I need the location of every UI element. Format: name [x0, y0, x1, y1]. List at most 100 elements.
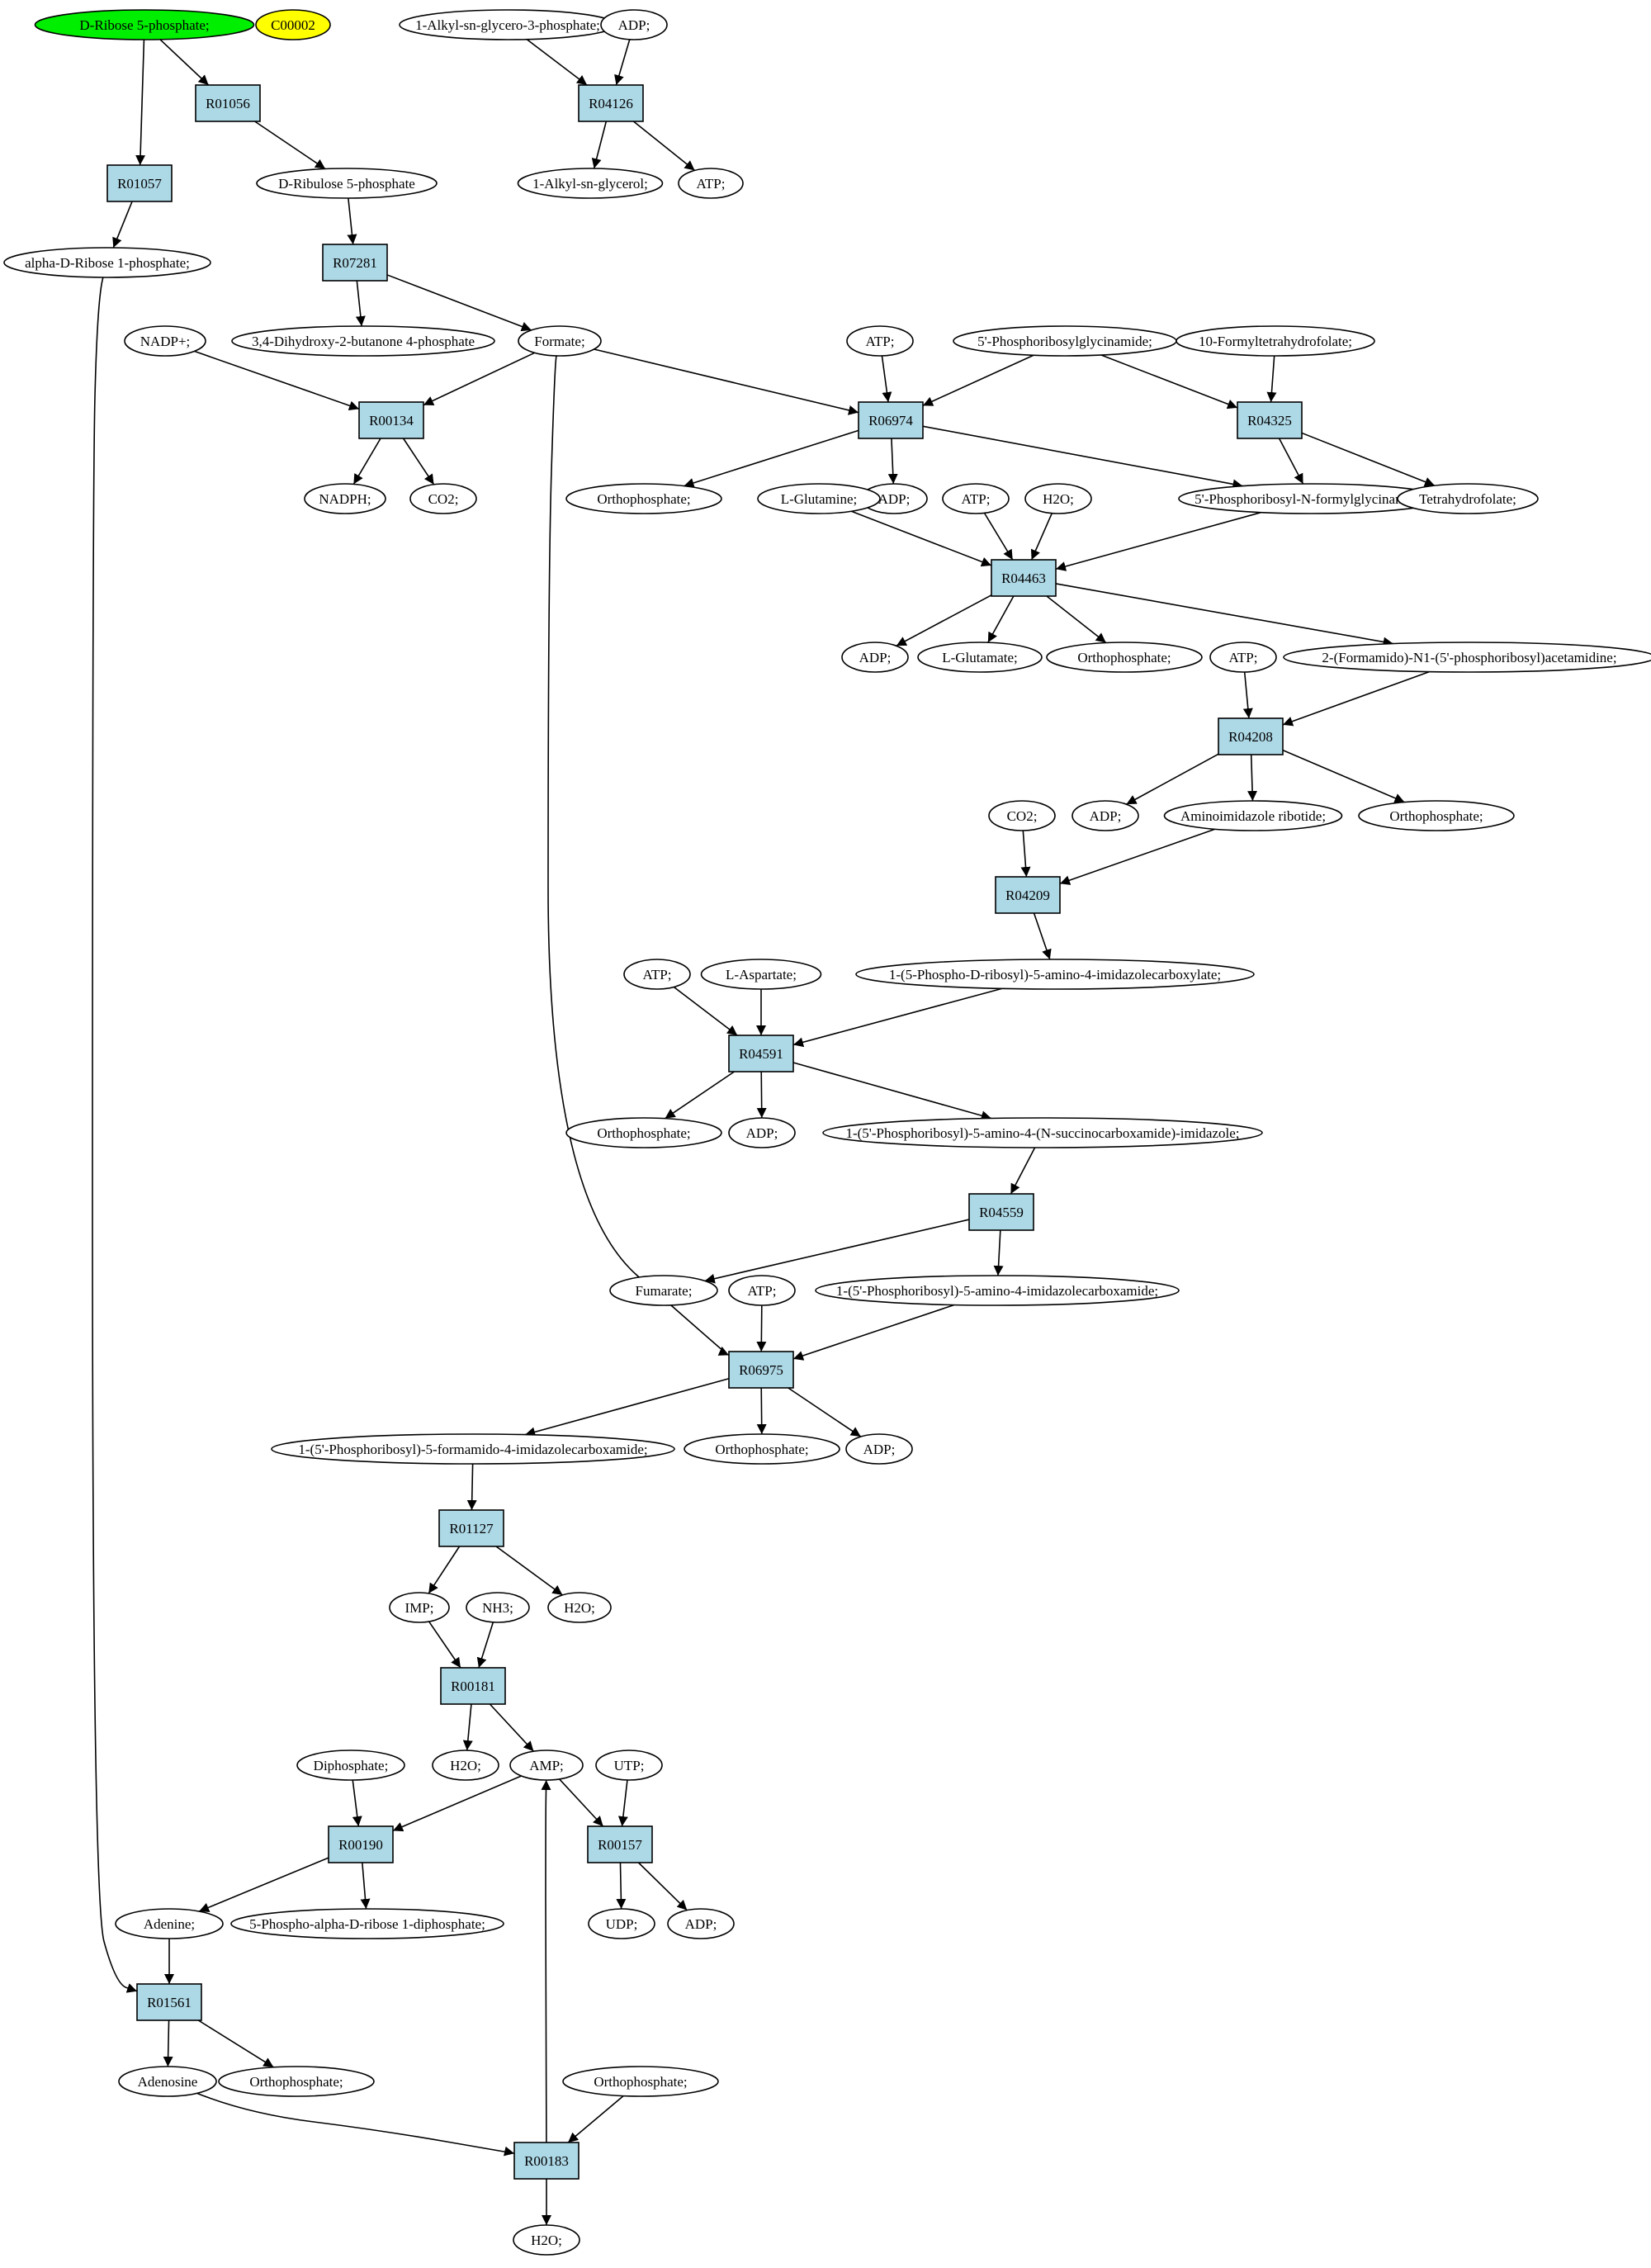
reaction-node-r04559[interactable]: R04559 — [968, 1193, 1034, 1231]
compound-node-tetrahydrofolate[interactable]: Tetrahydrofolate; — [1397, 483, 1539, 514]
compound-node-2-formamido-n1-5-phosphoribosyl-acetamidine[interactable]: 2-(Formamido)-N1-(5'-phosphoribosyl)acet… — [1283, 642, 1651, 673]
compound-node-1-alkyl-sn-glycerol[interactable]: 1-Alkyl-sn-glycerol; — [517, 168, 664, 199]
reaction-node-r04126[interactable]: R04126 — [578, 84, 644, 122]
compound-ellipse — [124, 325, 206, 357]
compound-node-l-glutamate[interactable]: L-Glutamate; — [917, 642, 1043, 673]
compound-node-orthophosphate[interactable]: Orthophosphate; — [565, 483, 722, 514]
compound-node-atp[interactable]: ATP; — [942, 483, 1010, 514]
compound-node-atp[interactable]: ATP; — [846, 325, 914, 357]
compound-node-adenosine[interactable]: Adenosine — [118, 2066, 217, 2097]
reaction-node-r00157[interactable]: R00157 — [587, 1825, 653, 1863]
compound-node-atp[interactable]: ATP; — [728, 1275, 796, 1306]
compound-node-d-ribose-5-phosphate[interactable]: D-Ribose 5-phosphate; — [34, 9, 255, 40]
compound-node-h2o[interactable]: H2O; — [547, 1592, 612, 1623]
edge-R07281-to-formate — [386, 274, 532, 332]
edge-drib5p-to-R01056 — [159, 39, 210, 86]
compound-node-h2o[interactable]: H2O; — [513, 2224, 580, 2256]
compound-node-diphosphate[interactable]: Diphosphate; — [296, 1750, 405, 1781]
reaction-label: R04325 — [1247, 413, 1292, 429]
compound-node-orthophosphate[interactable]: Orthophosphate; — [1358, 800, 1515, 831]
compound-ellipse — [432, 1750, 499, 1781]
compound-node-fumarate[interactable]: Fumarate; — [609, 1275, 718, 1306]
compound-node-5-phospho-alpha-d-ribose-1-diphosphate[interactable]: 5-Phospho-alpha-D-ribose 1-diphosphate; — [230, 1908, 504, 1939]
reaction-node-r04591[interactable]: R04591 — [728, 1035, 794, 1072]
compound-node-atp[interactable]: ATP; — [623, 959, 691, 990]
reaction-label: R01127 — [449, 1521, 494, 1536]
compound-ellipse — [304, 483, 386, 514]
edge-fthf-to-R04325 — [1266, 355, 1277, 403]
reaction-node-r01127[interactable]: R01127 — [438, 1509, 504, 1547]
compound-label: L-Glutamine; — [781, 491, 858, 507]
compound-node-adp[interactable]: ADP; — [841, 642, 909, 673]
compound-node-nadp[interactable]: NADP+; — [124, 325, 206, 357]
compound-node-adp[interactable]: ADP; — [860, 483, 928, 514]
reaction-label: R04208 — [1228, 729, 1273, 745]
compound-node-atp[interactable]: ATP; — [1209, 642, 1277, 673]
compound-node-1-5-phosphoribosyl-5-formamido-4-imidazolecarboxamide[interactable]: 1-(5'-Phosphoribosyl)-5-formamido-4-imid… — [271, 1433, 675, 1465]
compound-node-h2o[interactable]: H2O; — [432, 1750, 499, 1781]
compound-node-co2[interactable]: CO2; — [409, 483, 477, 514]
reaction-node-r06974[interactable]: R06974 — [858, 401, 924, 439]
compound-label: ADP; — [618, 17, 650, 33]
edge-adp1-to-R04126 — [614, 39, 631, 86]
reaction-node-r01057[interactable]: R01057 — [106, 164, 173, 202]
reaction-node-r00190[interactable]: R00190 — [328, 1825, 394, 1863]
compound-node-adp[interactable]: ADP; — [845, 1433, 913, 1465]
compound-node-formate[interactable]: Formate; — [518, 325, 602, 357]
compound-node-orthophosphate[interactable]: Orthophosphate; — [684, 1433, 840, 1465]
compound-ellipse — [757, 483, 881, 514]
compound-node-1-5-phospho-d-ribosyl-5-amino-4-imidazolecarboxylate[interactable]: 1-(5-Phospho-D-ribosyl)-5-amino-4-imidaz… — [855, 959, 1255, 990]
reaction-node-r06975[interactable]: R06975 — [728, 1351, 794, 1389]
compound-node-adp[interactable]: ADP; — [728, 1117, 796, 1148]
compound-node-h2o[interactable]: H2O; — [1024, 483, 1092, 514]
reaction-node-r04463[interactable]: R04463 — [991, 559, 1057, 597]
compound-node-adp[interactable]: ADP; — [600, 9, 668, 40]
compound-node-orthophosphate[interactable]: Orthophosphate; — [218, 2066, 375, 2097]
reaction-node-r00183[interactable]: R00183 — [513, 2142, 580, 2180]
compound-label: AMP; — [529, 1758, 564, 1773]
compound-label: 1-Alkyl-sn-glycero-3-phosphate; — [415, 17, 600, 33]
compound-node-3-4-dihydroxy-2-butanone-4-phosphate[interactable]: 3,4-Dihydroxy-2-butanone 4-phosphate — [231, 325, 495, 357]
compound-node-adenine[interactable]: Adenine; — [115, 1908, 224, 1939]
compound-node-d-ribulose-5-phosphate[interactable]: D-Ribulose 5-phosphate — [256, 168, 438, 199]
reaction-node-r00181[interactable]: R00181 — [440, 1667, 506, 1705]
compound-node-l-glutamine[interactable]: L-Glutamine; — [757, 483, 881, 514]
compound-node-c00002[interactable]: C00002 — [255, 9, 331, 40]
compound-node-1-alkyl-sn-glycero-3-phosphate[interactable]: 1-Alkyl-sn-glycero-3-phosphate; — [399, 9, 617, 40]
reaction-node-r00134[interactable]: R00134 — [358, 401, 424, 439]
compound-node-utp[interactable]: UTP; — [595, 1750, 663, 1781]
compound-node-aminoimidazole-ribotide[interactable]: Aminoimidazole ribotide; — [1163, 800, 1343, 831]
compound-node-nh3[interactable]: NH3; — [466, 1592, 530, 1623]
compound-ellipse — [815, 1275, 1180, 1306]
compound-node-adp[interactable]: ADP; — [1071, 800, 1139, 831]
reaction-node-r04209[interactable]: R04209 — [995, 876, 1061, 914]
compound-node-atp[interactable]: ATP; — [678, 168, 744, 199]
compound-node-co2[interactable]: CO2; — [988, 800, 1056, 831]
compound-label: NADP+; — [140, 334, 191, 349]
reaction-node-r04325[interactable]: R04325 — [1237, 401, 1303, 439]
compound-ellipse — [562, 2066, 719, 2097]
reaction-node-r01056[interactable]: R01056 — [195, 84, 261, 122]
compound-node-orthophosphate[interactable]: Orthophosphate; — [565, 1117, 722, 1148]
compound-node-nadph[interactable]: NADPH; — [304, 483, 386, 514]
compound-node-1-5-phosphoribosyl-5-amino-4-n-succinocarboxamide-imidazole[interactable]: 1-(5'-Phosphoribosyl)-5-amino-4-(N-succi… — [822, 1117, 1263, 1148]
compound-node-alpha-d-ribose-1-phosphate[interactable]: alpha-D-Ribose 1-phosphate; — [3, 247, 211, 278]
edge-fgam-to-R04208 — [1282, 670, 1430, 727]
compound-node-adp[interactable]: ADP; — [667, 1908, 735, 1939]
compound-node-imp[interactable]: IMP; — [389, 1592, 450, 1623]
compound-node-1-5-phosphoribosyl-5-amino-4-imidazolecarboxamide[interactable]: 1-(5'-Phosphoribosyl)-5-amino-4-imidazol… — [815, 1275, 1180, 1306]
compound-node-orthophosphate[interactable]: Orthophosphate; — [1046, 642, 1203, 673]
compound-node-orthophosphate[interactable]: Orthophosphate; — [562, 2066, 719, 2097]
reaction-node-r07281[interactable]: R07281 — [322, 244, 388, 282]
compound-node-5-phosphoribosyl-n-formylglycinamide[interactable]: 5'-Phosphoribosyl-N-formylglycinamide; — [1178, 483, 1444, 514]
compound-node-amp[interactable]: AMP; — [509, 1750, 584, 1781]
compound-node-10-formyltetrahydrofolate[interactable]: 10-Formyltetrahydrofolate; — [1176, 325, 1375, 357]
compound-node-udp[interactable]: UDP; — [588, 1908, 655, 1939]
reaction-node-r01561[interactable]: R01561 — [136, 1983, 202, 2021]
compound-ellipse — [678, 168, 744, 199]
compound-node-5-phosphoribosylglycinamide[interactable]: 5'-Phosphoribosylglycinamide; — [953, 325, 1177, 357]
edge-R04126-to-atp1 — [632, 121, 696, 172]
reaction-node-r04208[interactable]: R04208 — [1218, 717, 1284, 755]
compound-node-l-aspartate[interactable]: L-Aspartate; — [700, 959, 822, 990]
compound-ellipse — [518, 325, 602, 357]
